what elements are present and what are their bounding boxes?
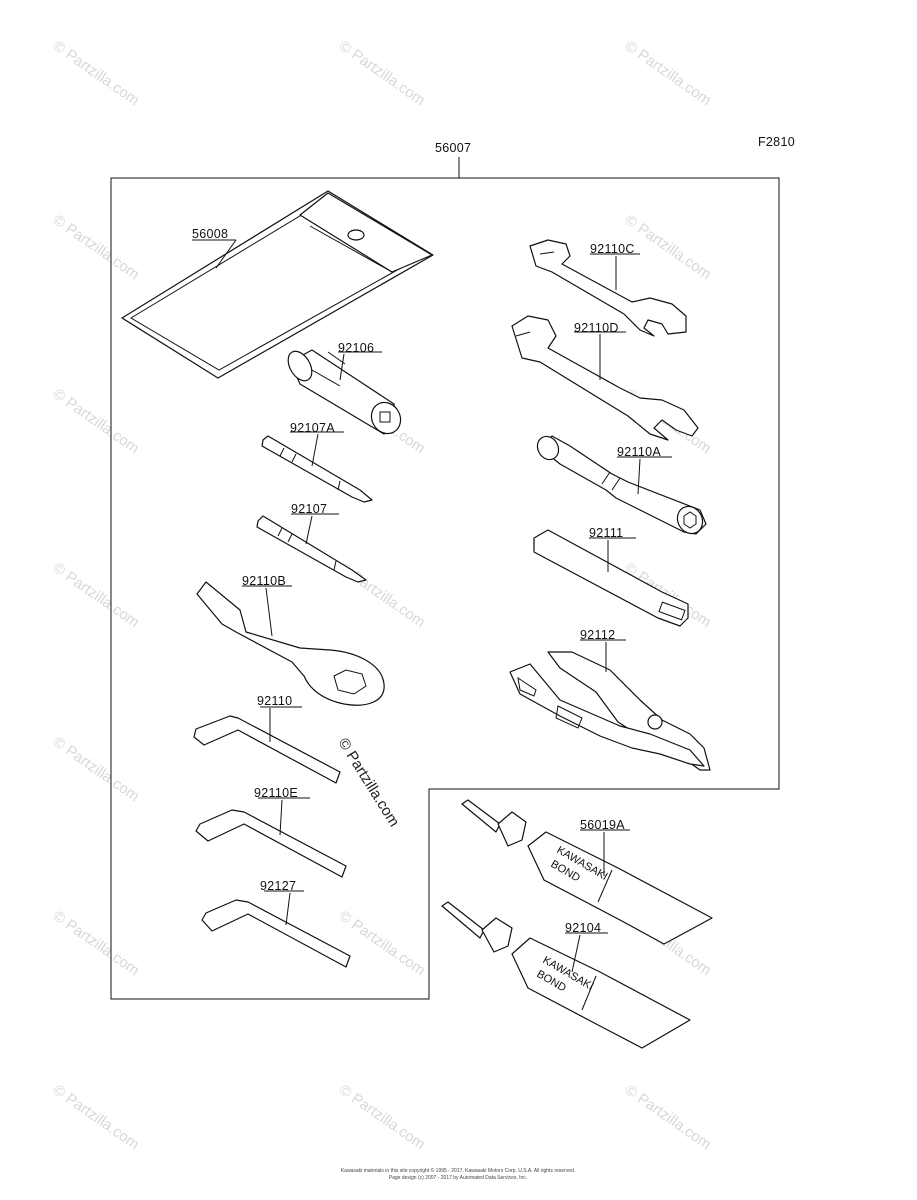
watermark: © Partzilla.com (336, 1081, 429, 1153)
part-label-56008: 56008 (192, 227, 228, 241)
watermark: © Partzilla.com (50, 907, 143, 979)
part-label-92110E: 92110E (254, 786, 298, 800)
spark-plug-wrench: 92106 (287, 341, 402, 435)
part-label-92110D: 92110D (574, 321, 619, 335)
hex-key: 92110 (193, 694, 341, 784)
watermark: © Partzilla.com (622, 211, 715, 283)
bond-tube-a: KAWASAKI BOND 56019A (461, 799, 713, 945)
open-end-wrench-c: 92110C (529, 239, 687, 337)
watermark: © Partzilla.com (50, 733, 143, 805)
box-wrench: 92110B (196, 574, 385, 706)
part-label-92110C: 92110C (590, 242, 635, 256)
part-label-92127: 92127 (260, 879, 296, 893)
part-label-92104: 92104 (565, 921, 601, 935)
part-label-56019A: 56019A (580, 818, 625, 832)
part-label-92107: 92107 (291, 502, 327, 516)
hex-key-e: 92110E (195, 786, 347, 878)
hex-key-92127: 92127 (201, 879, 351, 968)
part-label-92111: 92111 (589, 526, 623, 540)
center-watermark: © Partzilla.com (335, 735, 403, 830)
bond-tube: KAWASAKI BOND 92104 (441, 901, 691, 1049)
part-label-92112: 92112 (580, 628, 615, 642)
watermark: © Partzilla.com (336, 37, 429, 109)
part-label-92110A: 92110A (617, 445, 661, 459)
watermark: © Partzilla.com (50, 37, 143, 109)
watermark: © Partzilla.com (50, 1081, 143, 1153)
part-label-92107A: 92107A (290, 421, 335, 435)
part-label-92110: 92110 (257, 694, 292, 708)
tool-pouch: 56008 (121, 190, 434, 379)
open-end-wrench-d: 92110D (511, 315, 699, 441)
group-label: 56007 (435, 141, 471, 155)
part-label-92110B: 92110B (242, 574, 286, 588)
watermark: © Partzilla.com (622, 37, 715, 109)
watermark: © Partzilla.com (50, 211, 143, 283)
watermark: © Partzilla.com (336, 907, 429, 979)
watermark: © Partzilla.com (50, 559, 143, 631)
screwdriver-bit-a: 92107A (261, 421, 373, 503)
extension-bar: 92111 (533, 526, 689, 627)
watermark: © Partzilla.com (622, 1081, 715, 1153)
part-label-92106: 92106 (338, 341, 374, 355)
page-design-line: Page design (c) 2007 - 2017 by Automated… (389, 1175, 527, 1181)
watermark: © Partzilla.com (50, 385, 143, 457)
figure-code: F2810 (758, 135, 795, 149)
screwdriver-bit: 92107 (256, 502, 367, 583)
pliers: 92112 (509, 628, 711, 771)
socket-wrench: 92110A (536, 435, 707, 535)
group-bracket: 56007 (110, 141, 780, 1000)
copyright-line: Kawasaki materials in this site copyrigh… (341, 1167, 575, 1174)
